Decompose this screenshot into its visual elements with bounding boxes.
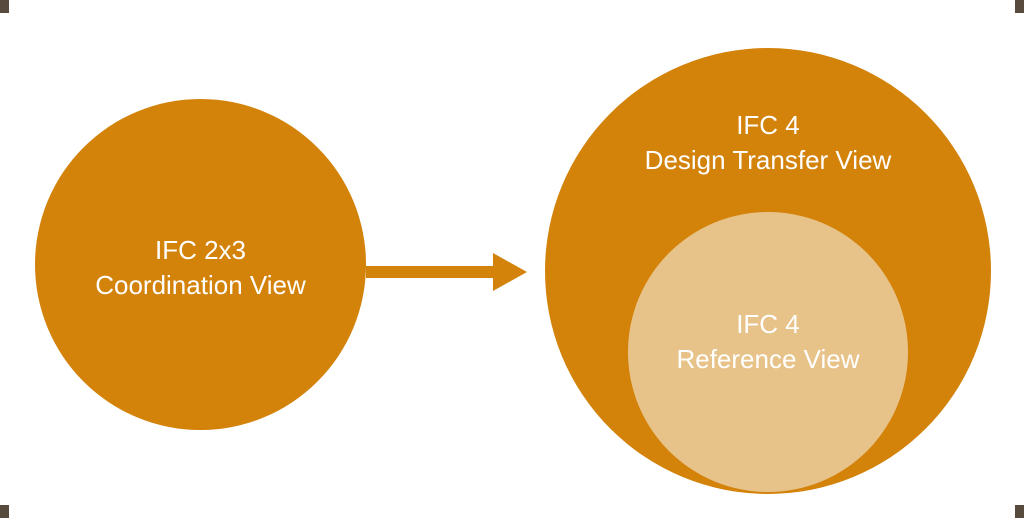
corner-mark-top-right bbox=[1015, 0, 1024, 13]
ifc4-dtv-label-line2: Design Transfer View bbox=[644, 145, 892, 175]
corner-mark-bottom-left bbox=[0, 505, 9, 518]
ifc4-design-transfer-view-label: IFC 4 Design Transfer View bbox=[545, 108, 991, 178]
ifc4-design-transfer-view-circle: IFC 4 Design Transfer View IFC 4 Referen… bbox=[545, 48, 991, 494]
ifc2x3-coordination-view-circle: IFC 2x3 Coordination View bbox=[35, 99, 366, 430]
ifc4-reference-view-circle: IFC 4 Reference View bbox=[628, 212, 908, 492]
ifc4-dtv-label-line1: IFC 4 bbox=[736, 110, 800, 140]
ifc4-rv-label-line1: IFC 4 bbox=[736, 308, 800, 339]
ifc2x3-coordination-view-label: IFC 2x3 Coordination View bbox=[95, 233, 306, 303]
corner-mark-bottom-right bbox=[1015, 505, 1024, 518]
ifc4-rv-label-line2: Reference View bbox=[676, 343, 860, 374]
migration-arrow-shaft bbox=[366, 266, 494, 278]
ifc2x3-label-line1: IFC 2x3 bbox=[154, 234, 246, 265]
corner-mark-top-left bbox=[0, 0, 9, 13]
ifc2x3-label-line2: Coordination View bbox=[95, 269, 306, 300]
migration-arrow-head-icon bbox=[493, 253, 527, 291]
ifc4-reference-view-label: IFC 4 Reference View bbox=[676, 307, 859, 377]
